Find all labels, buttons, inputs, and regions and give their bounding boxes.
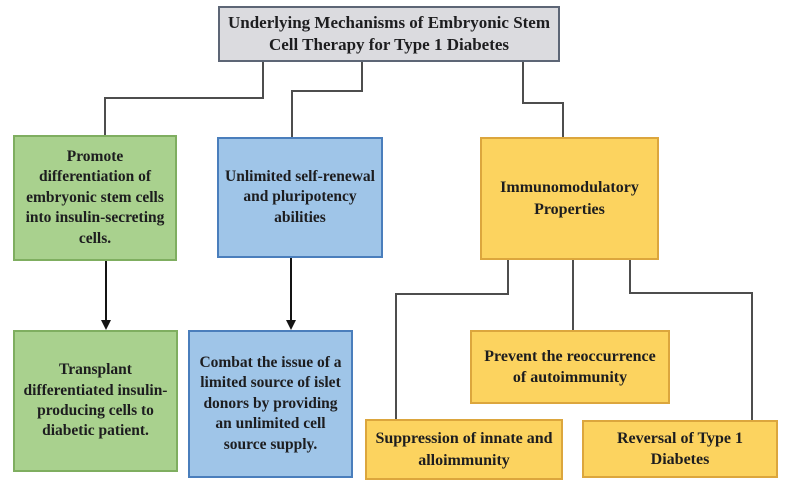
node-prevent-autoimmunity: Prevent the reoccurrence of autoimmunity: [470, 330, 670, 404]
connector-title-to-immunomodulatory: [522, 60, 564, 137]
node-self-renewal: Unlimited self-renewal and pluripotency …: [217, 137, 383, 258]
node-promote-differentiation: Promote differentiation of embryonic ste…: [13, 135, 177, 261]
connector-immuno-to-suppression: [395, 260, 509, 419]
connector-title-to-promote: [104, 60, 264, 135]
node-self-renewal-label: Unlimited self-renewal and pluripotency …: [225, 167, 375, 226]
node-transplant: Transplant differentiated insulin-produc…: [13, 330, 178, 472]
node-immunomodulatory-label: Immunomodulatory Properties: [500, 179, 639, 218]
node-reversal-label: Reversal of Type 1 Diabetes: [616, 429, 744, 468]
node-reversal-diabetes: Reversal of Type 1 Diabetes: [582, 420, 778, 478]
node-transplant-label: Transplant differentiated insulin-produc…: [23, 361, 168, 440]
node-title: Underlying Mechanisms of Embryonic Stem …: [218, 6, 560, 62]
node-suppression-label: Suppression of innate and alloimmunity: [375, 430, 553, 469]
node-combat-label: Combat the issue of a limited source of …: [199, 353, 342, 453]
node-combat-islet-shortage: Combat the issue of a limited source of …: [188, 330, 353, 478]
node-promote-label: Promote differentiation of embryonic ste…: [25, 147, 165, 247]
connector-immuno-to-reversal: [629, 260, 753, 420]
node-title-label: Underlying Mechanisms of Embryonic Stem …: [227, 12, 551, 54]
connector-title-to-self-renewal: [291, 60, 363, 137]
arrowhead-transplant: [101, 320, 111, 330]
node-immunomodulatory: Immunomodulatory Properties: [480, 137, 659, 260]
arrowhead-combat: [286, 320, 296, 330]
node-suppression-alloimmunity: Suppression of innate and alloimmunity: [365, 419, 563, 480]
node-prevent-label: Prevent the reoccurrence of autoimmunity: [484, 347, 656, 386]
